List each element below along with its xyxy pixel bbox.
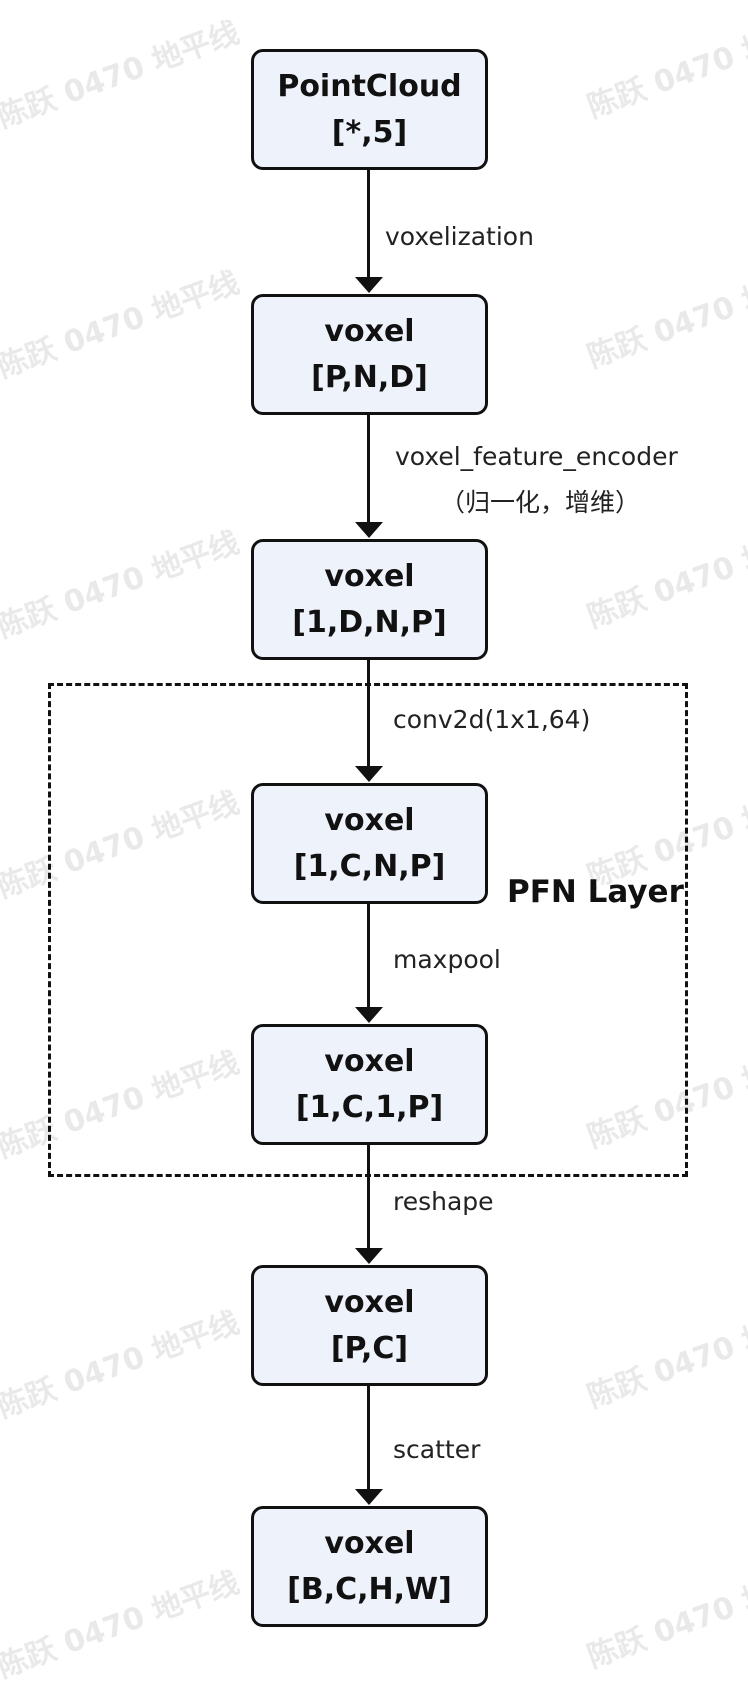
node-dims: [*,5]: [331, 114, 408, 150]
watermark: 陈跃 0470 地平线: [0, 15, 244, 136]
node-title: voxel: [324, 1525, 415, 1561]
watermark: 陈跃 0470 地平线: [582, 1555, 748, 1676]
node-title: voxel: [324, 1284, 415, 1320]
edge-label-reshape: reshape: [393, 1187, 494, 1216]
arrow-shaft: [367, 415, 370, 523]
voxel-node-1cnp: voxel [1,C,N,P]: [251, 783, 488, 904]
edge-sublabel-normalize: （归一化，增维）: [440, 488, 641, 517]
node-dims: [1,C,1,P]: [295, 1089, 444, 1125]
node-dims: [B,C,H,W]: [287, 1571, 452, 1607]
arrow-head: [355, 277, 383, 293]
watermark: 陈跃 0470 地平线: [0, 265, 244, 386]
voxel-node-1c1p: voxel [1,C,1,P]: [251, 1024, 488, 1145]
arrow-head: [355, 766, 383, 782]
node-dims: [1,D,N,P]: [292, 604, 447, 640]
voxel-node-1dnp: voxel [1,D,N,P]: [251, 539, 488, 660]
node-title: voxel: [324, 802, 415, 838]
watermark: 陈跃 0470 地平线: [582, 5, 748, 126]
watermark: 陈跃 0470 地平线: [0, 1305, 244, 1426]
arrow-head: [355, 1248, 383, 1264]
arrow-shaft: [367, 1145, 370, 1249]
node-dims: [P,C]: [330, 1330, 409, 1366]
watermark: 陈跃 0470 地平线: [0, 1565, 244, 1686]
edge-label-maxpool: maxpool: [393, 945, 501, 974]
edge-label-scatter: scatter: [393, 1435, 481, 1464]
arrow-shaft: [367, 170, 370, 278]
arrow-shaft: [367, 660, 370, 767]
arrow-shaft: [367, 904, 370, 1008]
voxel-node-pc: voxel [P,C]: [251, 1265, 488, 1386]
edge-label-voxel-feature-encoder: voxel_feature_encoder: [395, 442, 678, 471]
node-dims: [P,N,D]: [311, 359, 428, 395]
voxel-node-pnd: voxel [P,N,D]: [251, 294, 488, 415]
watermark: 陈跃 0470 地平线: [0, 525, 244, 646]
arrow-shaft: [367, 1386, 370, 1490]
node-title: voxel: [324, 313, 415, 349]
watermark: 陈跃 0470 地平线: [582, 1295, 748, 1416]
node-dims: [1,C,N,P]: [293, 848, 446, 884]
watermark: 陈跃 0470 地平线: [582, 515, 748, 636]
edge-label-conv2d: conv2d(1x1,64): [393, 705, 591, 734]
pointcloud-node: PointCloud [*,5]: [251, 49, 488, 170]
voxel-node-bchw: voxel [B,C,H,W]: [251, 1506, 488, 1627]
arrow-head: [355, 1489, 383, 1505]
arrow-head: [355, 522, 383, 538]
node-title: voxel: [324, 1043, 415, 1079]
node-title: voxel: [324, 558, 415, 594]
edge-label-voxelization: voxelization: [385, 222, 534, 251]
node-title: PointCloud: [277, 68, 462, 104]
arrow-head: [355, 1007, 383, 1023]
pfn-layer-label: PFN Layer: [507, 874, 684, 910]
watermark: 陈跃 0470 地平线: [582, 255, 748, 376]
